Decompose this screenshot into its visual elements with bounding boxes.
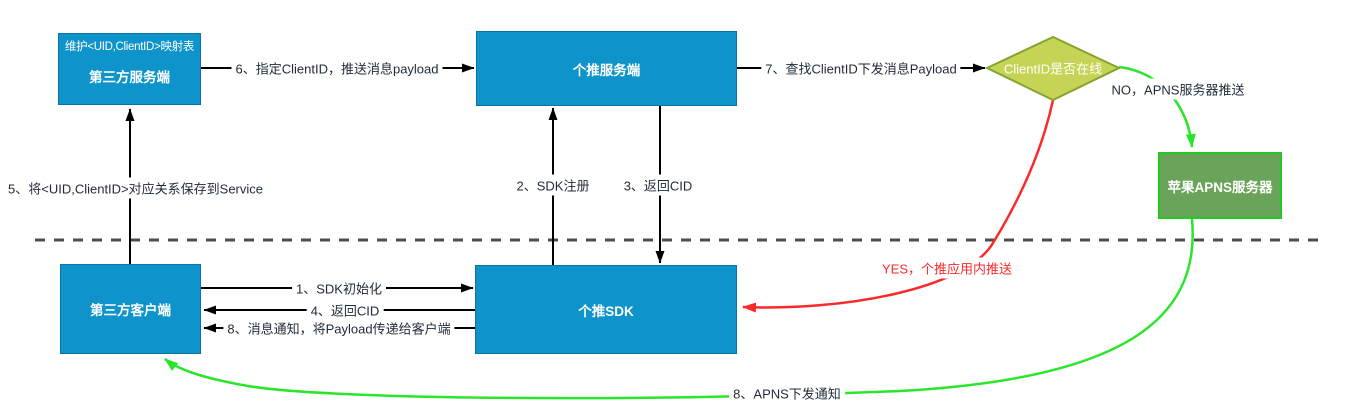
- node-third-party-server: 维护<UID,ClientID>映射表 第三方服务端: [58, 33, 201, 105]
- edge-2-label: 2、SDK注册: [512, 174, 594, 196]
- node-apns-server: 苹果APNS服务器: [1158, 152, 1282, 219]
- edge-8-msg-label: 8、消息通知，将Payload传递给客户端: [223, 317, 455, 339]
- decision-label: ClientID是否在线: [1003, 61, 1103, 77]
- node-apns-server-title: 苹果APNS服务器: [1167, 179, 1273, 195]
- node-third-party-server-annotation: 维护<UID,ClientID>映射表: [64, 41, 195, 53]
- edge-4-label: 4、返回CID: [306, 299, 384, 321]
- edge-5-label: 5、将<UID,ClientID>对应关系保存到Service: [4, 177, 267, 199]
- decision-diamond: [984, 35, 1122, 102]
- node-third-party-client-title: 第三方客户端: [90, 303, 171, 318]
- node-getui-sdk-title: 个推SDK: [578, 303, 634, 319]
- edge-3-label: 3、返回CID: [619, 174, 697, 196]
- edge-yes-label: YES，个推应用内推送: [877, 257, 1017, 279]
- edge-yes-line: [742, 99, 1055, 313]
- edge-1-label: 1、SDK初始化: [292, 277, 386, 299]
- edge-7-label: 7、查找ClientID下发消息Payload: [761, 57, 961, 79]
- node-third-party-server-title: 第三方服务端: [89, 70, 170, 85]
- edge-no-label: NO，APNS服务器推送: [1107, 78, 1249, 100]
- node-getui-sdk: 个推SDK: [475, 265, 737, 354]
- edge-8-apns-label: 8、APNS下发通知: [729, 382, 845, 404]
- edge-8-apns-line: [164, 218, 1194, 400]
- node-getui-server-title: 个推服务端: [572, 62, 641, 78]
- edge-6-label: 6、指定ClientID，推送消息payload: [231, 57, 443, 79]
- node-third-party-client: 第三方客户端: [60, 264, 201, 354]
- node-getui-server: 个推服务端: [476, 31, 737, 106]
